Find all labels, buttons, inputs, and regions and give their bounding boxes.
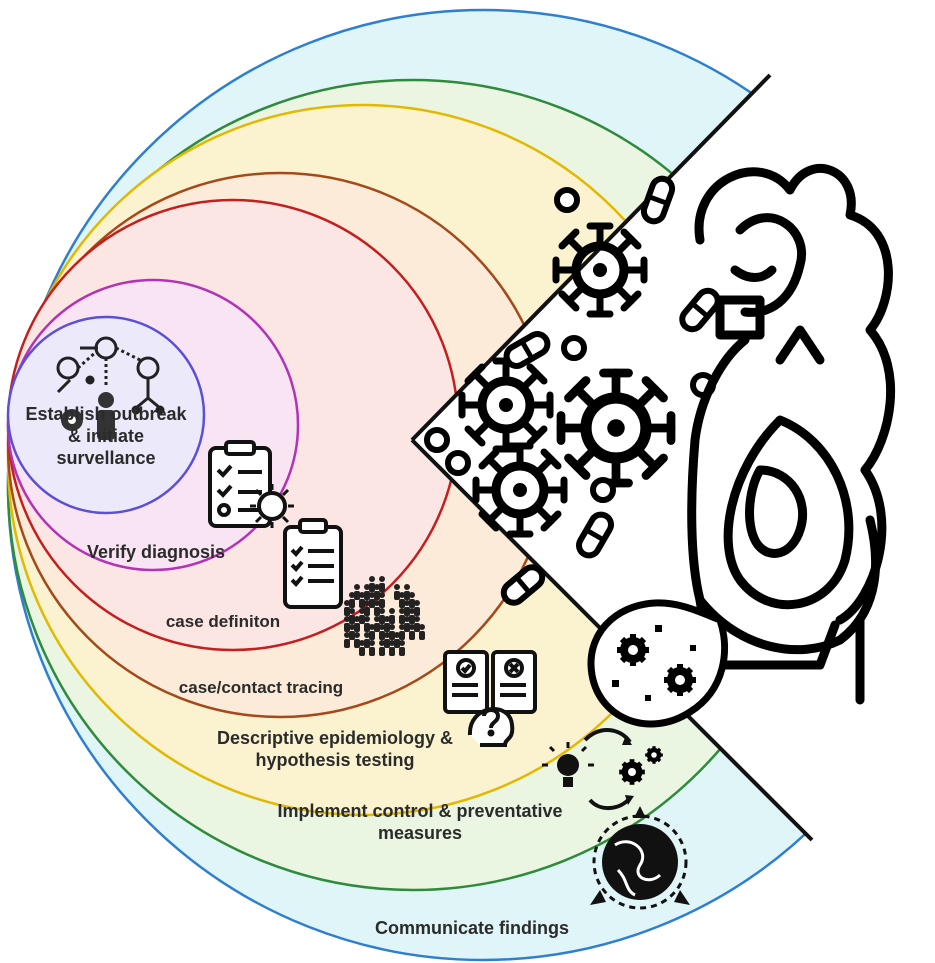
crowd-person	[354, 584, 360, 600]
crowd-person	[399, 624, 405, 640]
stage-label-line: Establish outbreak	[25, 404, 187, 424]
crowd-person	[349, 592, 355, 608]
crowd-person	[389, 608, 395, 624]
stage-label-line: Verify diagnosis	[87, 542, 225, 562]
stage-label-line: Implement control & preventative	[277, 801, 562, 821]
crowd-person	[359, 592, 365, 608]
globe-icon	[590, 806, 690, 910]
virus-icon	[476, 446, 564, 534]
crowd-person	[349, 608, 355, 624]
clipboard-checklist-icon	[283, 518, 343, 609]
virus-icon	[61, 409, 83, 431]
stage-label-line: Descriptive epidemiology &	[217, 728, 453, 748]
spore-icon	[593, 480, 613, 500]
crowd-person	[379, 608, 385, 624]
crowd-person	[344, 632, 350, 648]
virus-icon	[561, 373, 671, 483]
stage-label-line: & initiate	[68, 426, 144, 446]
crowd-person	[399, 608, 405, 624]
stage-label: Descriptive epidemiology &hypothesis tes…	[217, 728, 453, 770]
crowd-person	[379, 624, 385, 640]
lightbulb-gears-icon	[542, 728, 665, 810]
crowd-person	[364, 616, 370, 632]
crowd-person	[404, 616, 410, 632]
crowd-person	[384, 632, 390, 648]
crowd-person	[349, 624, 355, 640]
crowd-person	[354, 632, 360, 648]
stage-label-line: case definiton	[166, 612, 280, 631]
stage-label-line: measures	[378, 823, 462, 843]
crowd-person	[369, 624, 375, 640]
microbes-icon	[587, 599, 729, 728]
crowd-person	[374, 584, 380, 600]
crowd-person	[369, 592, 375, 608]
crowd-person	[414, 600, 420, 616]
crowd-person	[394, 632, 400, 648]
crowd-person	[374, 616, 380, 632]
crowd-person	[419, 624, 425, 640]
crowd-person	[379, 592, 385, 608]
crowd-person	[409, 624, 415, 640]
virus-icon	[462, 361, 550, 449]
pregnant-woman-icon	[687, 163, 895, 705]
crowd-person	[359, 640, 365, 656]
crowd-person	[409, 608, 415, 624]
person-icon	[97, 392, 115, 440]
virus-icon	[556, 226, 644, 314]
crowd-person	[399, 640, 405, 656]
virus-icon	[250, 484, 294, 528]
crowd-person	[364, 600, 370, 616]
crowd-person	[344, 616, 350, 632]
crowd-person	[379, 640, 385, 656]
spore-icon	[448, 453, 468, 473]
stage-label: case definiton	[166, 612, 280, 631]
crowd-person	[354, 616, 360, 632]
stage-label: case/contact tracing	[179, 678, 343, 697]
spore-icon	[427, 430, 447, 450]
crowd-person	[359, 608, 365, 624]
crowd-person	[384, 616, 390, 632]
hypothesis-head-icon	[443, 650, 537, 747]
crowd-person	[364, 632, 370, 648]
spore-icon	[564, 338, 584, 358]
stage-label-line: survellance	[56, 448, 155, 468]
crowd-person	[389, 640, 395, 656]
stage-label-line: hypothesis testing	[255, 750, 414, 770]
stage-labels: Communicate findings Implement control & …	[25, 404, 569, 938]
crowd-person	[399, 592, 405, 608]
crowd-person	[369, 640, 375, 656]
spore-icon	[557, 190, 577, 210]
crowd-person	[374, 600, 380, 616]
crowd-person	[404, 584, 410, 600]
crowd-person	[394, 584, 400, 600]
crowd-person	[344, 600, 350, 616]
crowd-person	[404, 600, 410, 616]
stage-label: Verify diagnosis	[87, 542, 225, 562]
crowd-person	[409, 592, 415, 608]
crowd-person	[364, 584, 370, 600]
stage-label-line: Communicate findings	[375, 918, 569, 938]
contact-network-icon	[56, 336, 165, 415]
crowd-person	[389, 624, 395, 640]
crowd-person	[414, 616, 420, 632]
stage-label-line: case/contact tracing	[179, 678, 343, 697]
crowd-person	[379, 576, 385, 592]
crowd-person	[369, 576, 375, 592]
stage-label: Communicate findings	[375, 918, 569, 938]
